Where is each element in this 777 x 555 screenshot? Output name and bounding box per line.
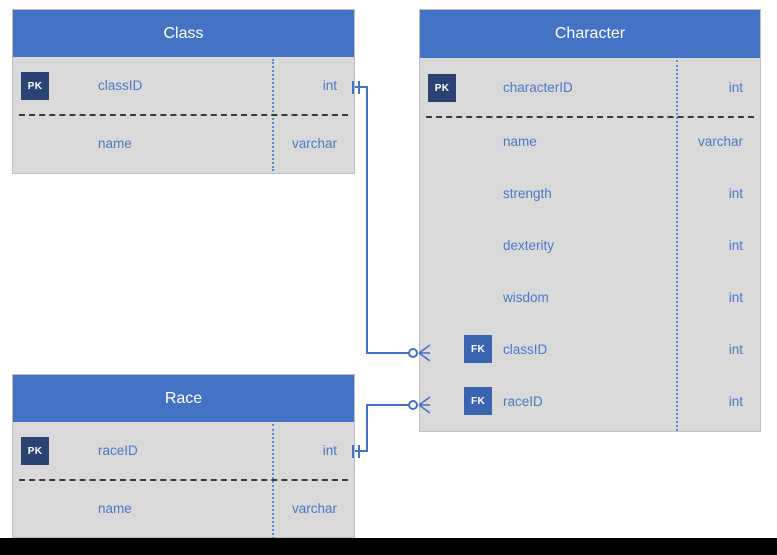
attribute-row[interactable]: dexterity int [420, 219, 760, 271]
attribute-name: dexterity [503, 238, 555, 253]
attribute-type: int [728, 80, 743, 95]
entity-race[interactable]: Race PK raceID int name varchar [12, 374, 355, 547]
attribute-row[interactable]: PK characterID int [420, 58, 760, 116]
attribute-type: varchar [291, 501, 337, 516]
column-divider [676, 60, 678, 431]
connector-segment [366, 86, 368, 353]
connector-segment [366, 404, 368, 452]
entity-race-title: Race [13, 375, 354, 422]
attribute-row[interactable]: name varchar [13, 480, 354, 537]
entity-class-body: PK classID int name varchar [13, 57, 354, 173]
attribute-name: classID [503, 342, 548, 357]
attribute-name: name [98, 136, 132, 151]
attribute-name: characterID [503, 80, 573, 95]
attribute-row[interactable]: PK raceID int [13, 422, 354, 480]
pk-separator [19, 479, 348, 481]
attribute-row[interactable]: PK classID int [13, 57, 354, 115]
attribute-name: raceID [503, 394, 543, 409]
one-cardinality-tick [358, 81, 360, 94]
one-cardinality-tick [352, 445, 354, 458]
pk-badge: PK [21, 437, 49, 465]
connector-segment [366, 404, 410, 406]
zero-cardinality-circle [408, 400, 418, 410]
one-cardinality-tick [358, 445, 360, 458]
entity-class[interactable]: Class PK classID int name varchar [12, 9, 355, 174]
entity-character-title: Character [420, 10, 760, 58]
attribute-type: int [322, 443, 337, 458]
pk-separator [19, 114, 348, 116]
fk-badge: FK [464, 335, 492, 363]
attribute-name: raceID [98, 443, 138, 458]
attribute-row[interactable]: name varchar [420, 116, 760, 167]
attribute-name: classID [98, 78, 143, 93]
attribute-type: int [728, 342, 743, 357]
attribute-name: name [98, 501, 132, 516]
entity-character[interactable]: Character PK characterID int name varcha… [419, 9, 761, 432]
attribute-row[interactable]: strength int [420, 167, 760, 219]
attribute-type: varchar [697, 134, 743, 149]
attribute-name: wisdom [503, 290, 549, 305]
crows-foot-icon [418, 396, 431, 414]
attribute-row[interactable]: FK classID int [420, 323, 760, 375]
attribute-row[interactable]: name varchar [13, 115, 354, 173]
attribute-name: strength [503, 186, 552, 201]
attribute-type: int [728, 290, 743, 305]
attribute-type: int [728, 394, 743, 409]
entity-class-title: Class [13, 10, 354, 57]
zero-cardinality-circle [408, 348, 418, 358]
crows-foot-icon [418, 344, 431, 362]
entity-race-body: PK raceID int name varchar [13, 422, 354, 547]
cropped-bottom-band [0, 538, 777, 555]
attribute-row[interactable]: wisdom int [420, 271, 760, 323]
attribute-type: int [322, 78, 337, 93]
connector-segment [366, 352, 410, 354]
pk-badge: PK [428, 74, 456, 102]
column-divider [272, 424, 274, 547]
pk-separator [426, 116, 754, 118]
fk-badge: FK [464, 387, 492, 415]
attribute-type: int [728, 186, 743, 201]
entity-character-body: PK characterID int name varchar strength… [420, 58, 760, 433]
attribute-type: int [728, 238, 743, 253]
one-cardinality-tick [352, 81, 354, 94]
attribute-type: varchar [291, 136, 337, 151]
attribute-row[interactable]: FK raceID int [420, 375, 760, 427]
attribute-name: name [503, 134, 537, 149]
pk-badge: PK [21, 72, 49, 100]
